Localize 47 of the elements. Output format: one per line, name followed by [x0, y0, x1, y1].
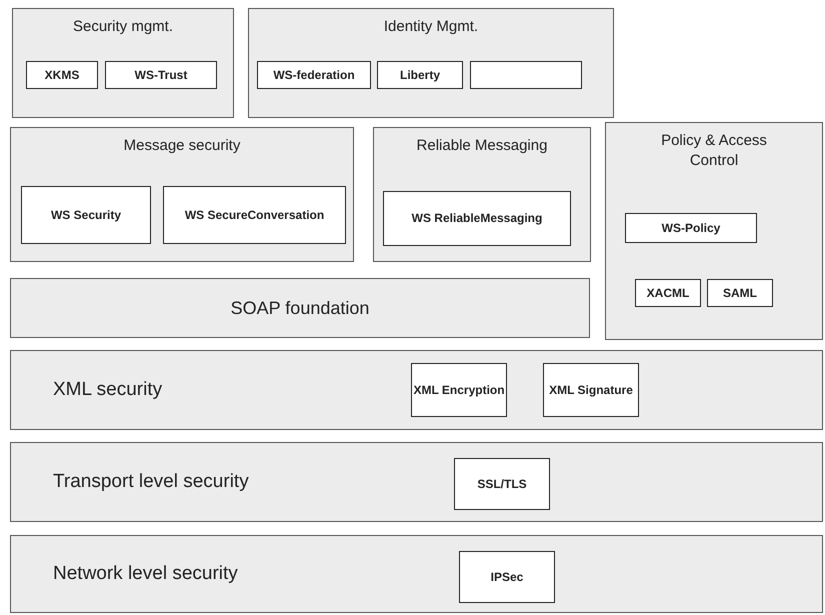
standard-label: WS Security	[50, 208, 122, 222]
standard-label: XML Signature	[549, 382, 633, 398]
standard-label: WS SecureConversation	[184, 208, 324, 222]
layer-title: Security mgmt.	[72, 18, 174, 35]
standard-label: WS-federation	[273, 68, 355, 82]
layer-band	[10, 442, 823, 522]
layer-title: Policy & Access Control	[661, 132, 767, 169]
standard-label: SSL/TLS	[477, 476, 527, 492]
standard-label: Liberty	[400, 68, 440, 82]
standard-label: WS-Policy	[662, 220, 720, 236]
standard-label: WS-Trust	[134, 68, 188, 82]
standard-box	[459, 551, 555, 603]
standard-box	[707, 279, 773, 307]
group-panel	[12, 8, 234, 118]
standard-label: XKMS	[44, 68, 80, 82]
standard-label: SAML	[723, 286, 757, 300]
standard-box	[105, 61, 217, 89]
layer-title: Message security	[124, 137, 240, 154]
standard-box	[377, 61, 463, 89]
standard-box	[635, 279, 701, 307]
standard-box	[454, 458, 550, 510]
group-panel	[248, 8, 614, 118]
layer-title: Transport level security	[53, 471, 249, 493]
standard-box	[543, 363, 639, 417]
standard-label: XACML	[646, 286, 690, 300]
layer-band	[10, 350, 823, 430]
standard-box	[411, 363, 507, 417]
standard-box	[383, 191, 571, 246]
layer-title: Network level security	[53, 563, 238, 585]
standard-box	[26, 61, 98, 89]
standard-box	[21, 186, 151, 244]
standard-box	[625, 213, 757, 243]
standard-label: IPSec	[490, 570, 524, 584]
group-panel	[10, 127, 354, 262]
standard-label: WS ReliableMessaging	[412, 211, 542, 226]
standard-label: XML Encryption	[413, 382, 505, 398]
standard-box	[257, 61, 371, 89]
standard-box	[470, 61, 582, 89]
layer-title: Reliable Messaging	[416, 137, 548, 154]
layer-title: Identity Mgmt.	[384, 18, 478, 35]
group-panel	[605, 122, 823, 340]
group-panel	[373, 127, 591, 262]
layer-title: XML security	[53, 379, 162, 401]
layer-band	[10, 535, 823, 613]
layer-band	[10, 278, 590, 338]
layer-title: SOAP foundation	[230, 298, 370, 318]
standard-box	[163, 186, 346, 244]
